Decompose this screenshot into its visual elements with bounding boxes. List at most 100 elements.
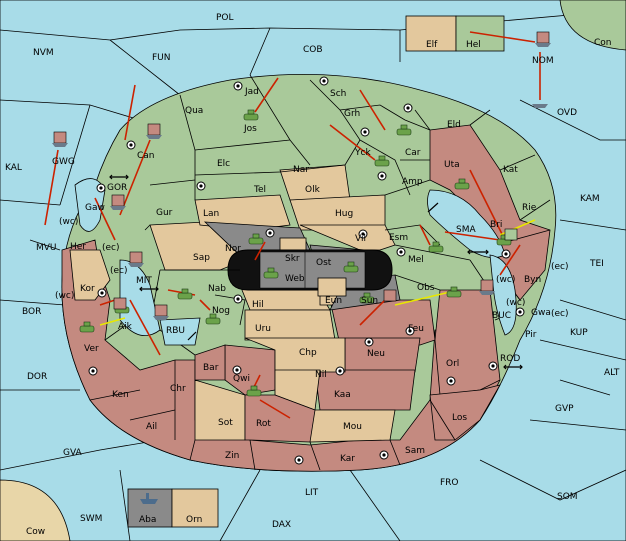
ovd-fleet[interactable] — [532, 104, 548, 108]
land-label-amp: Amp — [402, 177, 423, 187]
land-label-orn: Orn — [186, 515, 202, 525]
sma-sea[interactable] — [427, 189, 506, 258]
land-label-car: Car — [405, 148, 421, 158]
mel-army[interactable] — [428, 241, 444, 253]
land-label-feu: Feu — [408, 324, 424, 334]
vil-province[interactable] — [299, 224, 396, 251]
jos-army[interactable] — [243, 109, 259, 121]
ost-army[interactable] — [343, 261, 359, 273]
land-label-mou: Mou — [343, 422, 362, 432]
orl-province[interactable] — [434, 289, 501, 396]
land-labels: Elf Hel Jad Sch Qua Jos Grh Eld Can GWG … — [52, 40, 551, 525]
mit-fleet-2[interactable] — [153, 304, 169, 320]
nom-fleet[interactable] — [535, 31, 551, 47]
land-label-hil: Hil — [252, 300, 264, 310]
coast-label: (ec) — [551, 262, 569, 272]
coast-label: (wc) — [55, 291, 74, 301]
land-label-obs: Obs — [417, 283, 435, 293]
land-label-ver: Ver — [84, 344, 99, 354]
gor-fleet[interactable] — [110, 194, 126, 210]
land-label-rot: Rot — [256, 419, 271, 429]
land-label-grh: Grh — [344, 109, 360, 119]
land-label-kaa: Kaa — [334, 390, 351, 400]
nab-army[interactable] — [177, 288, 193, 300]
sea-label-pol: POL — [216, 13, 234, 23]
land-label-mel: Mel — [408, 255, 424, 265]
land-label-can: Can — [137, 151, 155, 161]
land-label-nab: Nab — [208, 284, 226, 294]
land-label-pir: Pir — [525, 330, 537, 340]
kaa-province[interactable] — [314, 369, 416, 411]
land-label-yck: Yck — [354, 148, 371, 158]
buc-fleet[interactable] — [479, 279, 495, 295]
sea-boundaries — [0, 9, 626, 541]
sea-label-nom: NOM — [532, 56, 554, 66]
land-label-sam: Sam — [405, 446, 425, 456]
land-label-ail: Ail — [146, 422, 157, 432]
land-label-uru: Uru — [255, 324, 271, 334]
land-label-chr: Chr — [170, 384, 186, 394]
land-label-nog: Nog — [212, 306, 230, 316]
obs-army[interactable] — [446, 286, 462, 298]
coast-label: (wc) — [59, 217, 78, 227]
bar-province[interactable] — [194, 344, 226, 381]
sea-label-som: SOM — [557, 492, 578, 502]
elf-province[interactable] — [405, 15, 457, 52]
land-label-kat: Kat — [503, 165, 518, 175]
land-label-web: Web — [285, 274, 305, 284]
sea-label-gva: GVA — [63, 448, 83, 458]
land-label-tel: Tel — [253, 185, 266, 195]
sea-label-sma: SMA — [456, 225, 476, 235]
sea-label-kup: KUP — [570, 328, 588, 338]
land-label-olk: Olk — [305, 185, 321, 195]
coast-label: (wc) — [496, 275, 515, 285]
gwg-fleet[interactable] — [52, 131, 68, 147]
rot-army[interactable] — [246, 385, 262, 397]
aba-fleet[interactable] — [140, 493, 158, 504]
sea-label-dax: DAX — [272, 520, 291, 530]
land-label-kar: Kar — [340, 454, 355, 464]
grh-army[interactable] — [396, 124, 412, 136]
bri-fleet[interactable] — [504, 228, 518, 241]
coast-labels: (wc) (ec) (ec) (wc) (ec) (wc) (wc) (ec) — [55, 217, 569, 319]
aik-army[interactable] — [79, 321, 95, 333]
land-label-rie: Rie — [522, 203, 537, 213]
land-label-sap: Sap — [193, 253, 210, 263]
land-label-qwi: Qwi — [233, 374, 250, 384]
los-province[interactable] — [429, 384, 501, 441]
sun-army[interactable] — [359, 292, 375, 304]
land-label-elf: Elf — [426, 40, 438, 50]
land-label-elc: Elc — [217, 159, 230, 169]
uta-army[interactable] — [454, 178, 470, 190]
aik-fleet[interactable] — [113, 297, 127, 310]
bri-army[interactable] — [496, 234, 512, 246]
land-label-uta: Uta — [444, 160, 460, 170]
sun-fleet[interactable] — [383, 289, 397, 302]
land-label-aba: Aba — [139, 515, 156, 525]
gor-sea-channel[interactable] — [74, 178, 106, 232]
sea-label-gvp: GVP — [555, 404, 574, 414]
nor-army[interactable] — [248, 233, 264, 245]
land-label-chp: Chp — [299, 348, 317, 358]
sea-label-rbu: RBU — [166, 326, 185, 336]
eun-box[interactable] — [317, 277, 347, 297]
sea-label-mit: MIT — [136, 276, 152, 286]
land-label-nor: Nor — [225, 244, 241, 254]
nog-army[interactable] — [205, 313, 221, 325]
coast-label: (ec) — [551, 309, 569, 319]
mit-fleet[interactable] — [128, 251, 144, 267]
sea-label-buc: BUC — [492, 311, 511, 321]
sea-label-rod: ROD — [500, 354, 520, 364]
can-fleet[interactable] — [146, 123, 162, 139]
coast-label: (wc) — [506, 298, 525, 308]
sea-label-kal: KAL — [5, 163, 22, 173]
land-label-esm: Esm — [389, 233, 408, 243]
yck-army[interactable] — [374, 155, 390, 167]
land-label-kor: Kor — [80, 284, 95, 294]
sea-label-kam: KAM — [580, 194, 600, 204]
web-army[interactable] — [263, 267, 279, 279]
orn-province[interactable] — [171, 488, 219, 528]
sea-label-con: Con — [594, 38, 612, 48]
coast-label: (ec) — [110, 266, 128, 276]
